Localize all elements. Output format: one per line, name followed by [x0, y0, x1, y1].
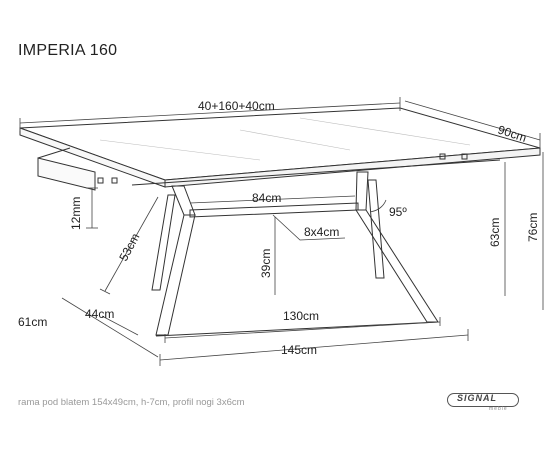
dim-leg-length: 53cm	[116, 231, 142, 263]
stretcher-bar	[189, 202, 359, 218]
dim-frame-width: 84cm	[252, 191, 281, 205]
extension-leaf-left	[37, 157, 96, 191]
dim-angle: 95º	[389, 205, 407, 219]
dim-total-height: 76cm	[526, 213, 540, 242]
dim-foot-depth: 44cm	[85, 307, 114, 321]
dim-base-length: 145cm	[281, 343, 317, 357]
table-top-edge	[164, 147, 541, 188]
leg-left	[151, 185, 196, 336]
leg-right	[355, 171, 439, 323]
dim-top-thickness: 12mm	[69, 197, 83, 230]
brand-logo: SIGNAL meble	[447, 393, 523, 412]
dim-inner-base-length: 130cm	[283, 309, 319, 323]
dim-base-depth: 61cm	[18, 315, 47, 329]
dim-inner-height: 63cm	[488, 218, 502, 247]
brand-logo-subtext: meble	[489, 406, 508, 412]
product-title: IMPERIA 160	[18, 42, 118, 59]
dim-extended-length: 40+160+40cm	[198, 99, 275, 113]
dim-depth: 90cm	[496, 123, 528, 145]
dim-profile: 8x4cm	[304, 225, 339, 239]
frame-specification-note: rama pod blatem 154x49cm, h-7cm, profil …	[18, 397, 245, 408]
dim-frame-height: 39cm	[259, 249, 273, 278]
brand-logo-text: SIGNAL	[457, 393, 498, 403]
